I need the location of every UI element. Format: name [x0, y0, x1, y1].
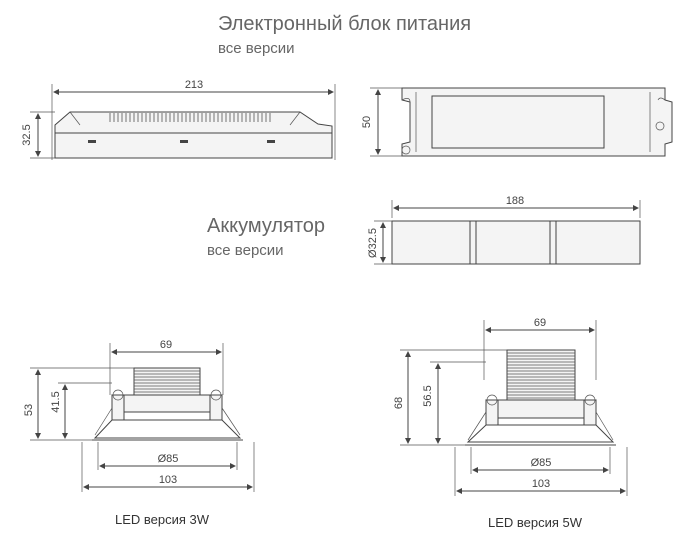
- psu-top-view: 50: [361, 87, 673, 157]
- led5w-total-height-label: 68: [393, 397, 405, 409]
- led5w-outer-label: 103: [532, 478, 550, 490]
- led5w-body-height-label: 56.5: [422, 385, 434, 406]
- led-3w-drawing: 69 53 41.5 Ø85 103 LED версия 3W: [23, 339, 255, 527]
- battery-diameter-label: Ø32.5: [367, 228, 379, 258]
- led5w-inner-label: Ø85: [531, 457, 552, 469]
- led3w-total-height-label: 53: [23, 404, 35, 416]
- psu-height-label: 32.5: [21, 124, 33, 145]
- led3w-outer-label: 103: [159, 474, 177, 486]
- battery-length-label: 188: [506, 195, 524, 207]
- psu-subtitle: все версии: [218, 40, 295, 57]
- psu-length-label: 213: [185, 79, 203, 91]
- led3w-caption: LED версия 3W: [115, 512, 210, 527]
- psu-width-label: 50: [361, 116, 373, 128]
- led3w-inner-label: Ø85: [158, 453, 179, 465]
- psu-title: Электронный блок питания: [218, 13, 471, 35]
- battery-title: Аккумулятор: [207, 215, 325, 237]
- battery-subtitle: все версии: [207, 242, 284, 259]
- led3w-body-height-label: 41.5: [50, 391, 62, 412]
- battery-drawing: 188 Ø32.5: [367, 195, 641, 265]
- led5w-caption: LED версия 5W: [488, 515, 583, 530]
- psu-side-view: 213 32.5: [21, 79, 336, 160]
- led3w-top-label: 69: [160, 339, 172, 351]
- led5w-top-label: 69: [534, 317, 546, 329]
- led-5w-drawing: 69 68 56.5 Ø85 103 LED версия 5W: [393, 317, 628, 530]
